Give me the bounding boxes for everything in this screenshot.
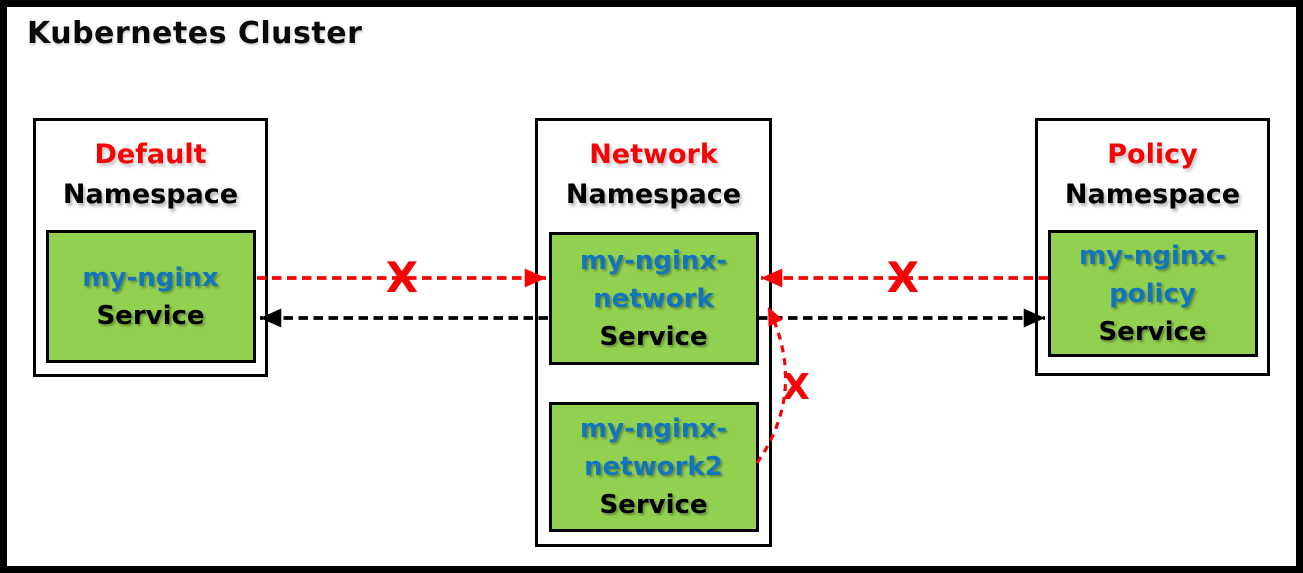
namespace-sublabel: Namespace (565, 179, 742, 210)
service-type-label: Service (96, 300, 205, 331)
service-type-label: Service (1098, 316, 1207, 347)
service-box-my-nginx-network2: my-nginx-network2 Service (548, 402, 759, 532)
namespace-label: Default (94, 139, 207, 170)
cluster-title: Kubernetes Cluster (27, 16, 363, 51)
namespace-box-default: Default Namespace my-nginx Service (33, 118, 268, 377)
service-box-my-nginx: my-nginx Service (45, 230, 256, 363)
service-name: my-nginx-policy (1079, 240, 1226, 309)
service-type-label: Service (599, 490, 708, 520)
service-name: my-nginx-network (580, 245, 727, 314)
namespace-sublabel: Namespace (1064, 179, 1241, 210)
service-type-label: Service (599, 321, 708, 352)
service-box-my-nginx-network: my-nginx-network Service (548, 232, 759, 365)
service-box-my-nginx-policy: my-nginx-policy Service (1047, 230, 1258, 357)
namespace-sublabel: Namespace (62, 179, 239, 210)
namespace-box-network: Network Namespace my-nginx-network Servi… (535, 118, 772, 547)
namespace-label: Network (589, 139, 718, 170)
namespace-label: Policy (1107, 139, 1198, 170)
service-name: my-nginx-network2 (580, 414, 727, 482)
service-name: my-nginx (82, 262, 219, 293)
namespace-box-policy: Policy Namespace my-nginx-policy Service (1035, 118, 1270, 376)
